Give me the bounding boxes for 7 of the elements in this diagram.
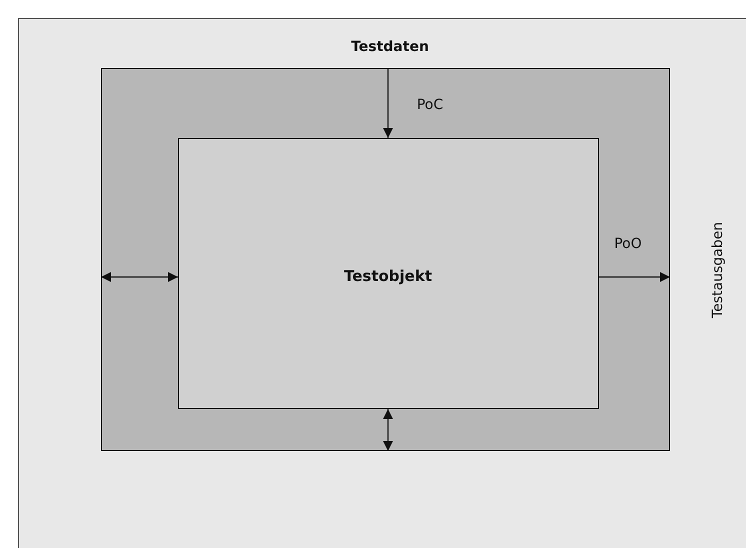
edge-label: PoC	[416, 97, 444, 113]
node-title: Testobjekt	[342, 266, 433, 284]
output-label: Testausgaben	[710, 222, 726, 318]
edge-label: PoO	[614, 236, 642, 252]
environment-box	[101, 68, 670, 451]
test-object-box	[178, 138, 598, 408]
input-label: Testdaten	[351, 39, 429, 55]
